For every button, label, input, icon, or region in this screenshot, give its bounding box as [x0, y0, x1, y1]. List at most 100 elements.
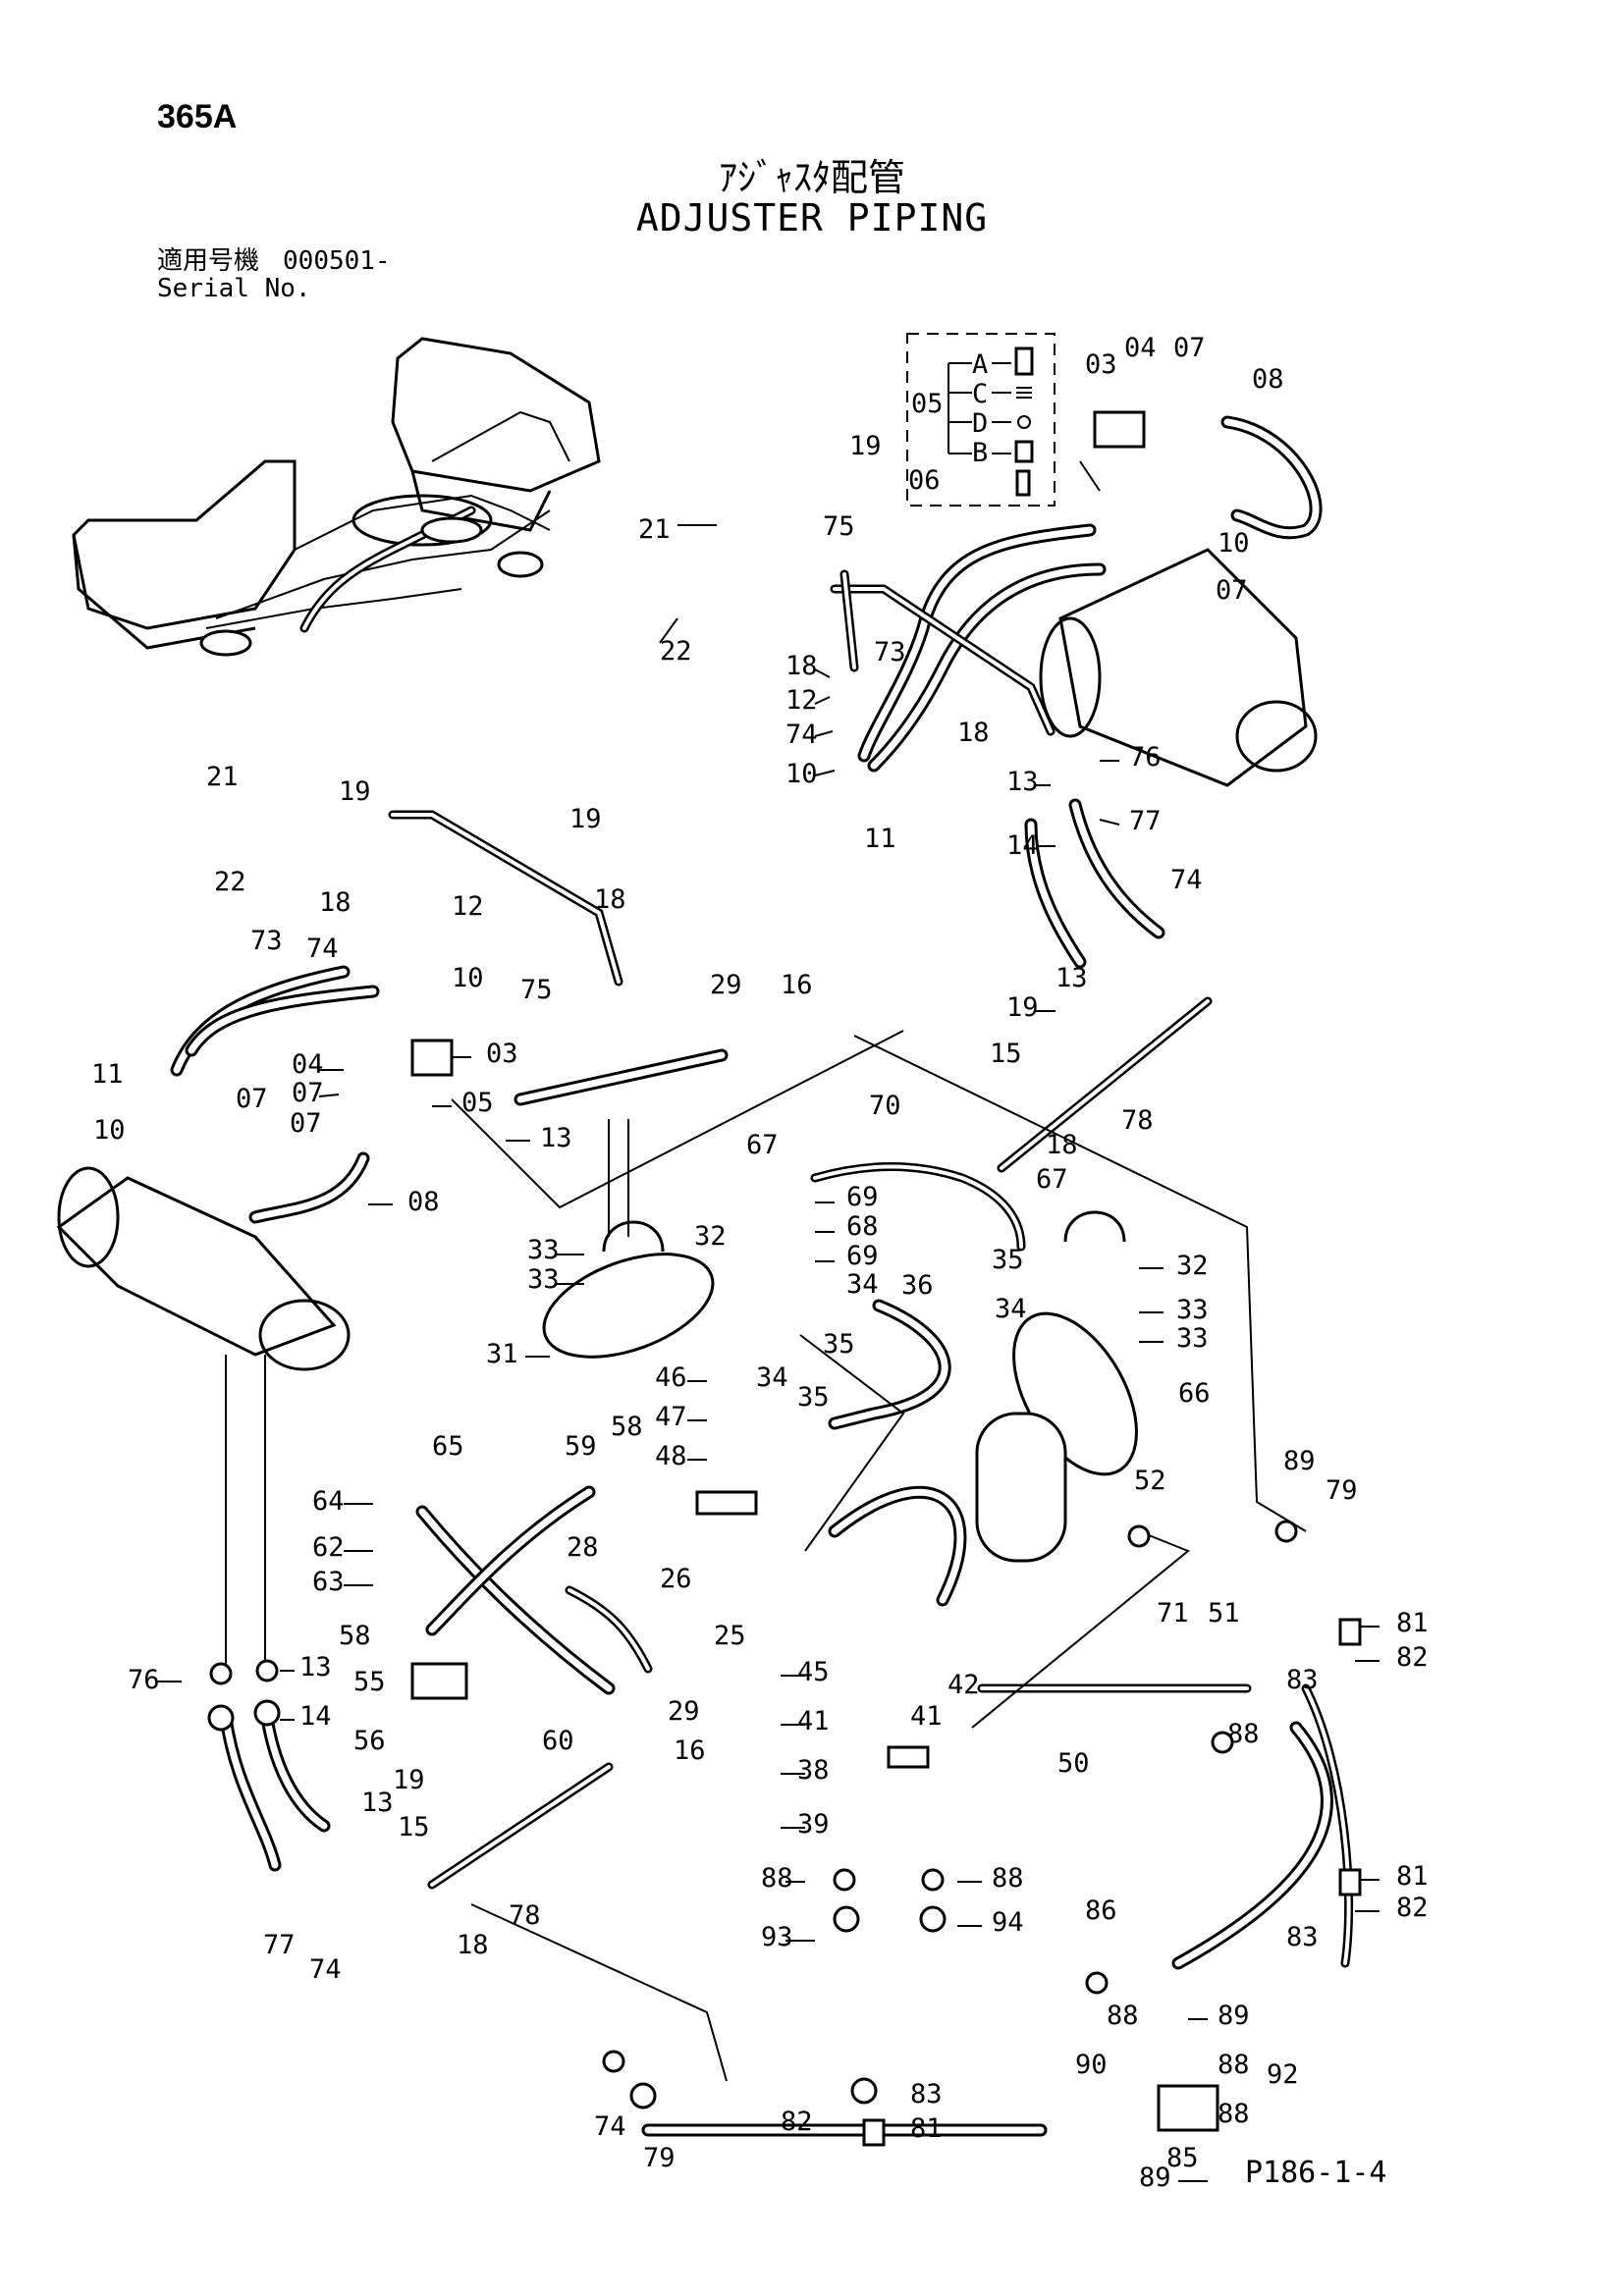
callout-88f: 88: [1218, 2050, 1250, 2080]
callout-28: 28: [567, 1532, 599, 1563]
callout-52: 52: [1134, 1466, 1166, 1496]
callout-38: 38: [797, 1755, 830, 1786]
callout-leaders: [157, 524, 1380, 2182]
callout-07: 07: [1173, 333, 1206, 363]
callout-16b: 16: [674, 1735, 706, 1766]
callout-07d: 07: [236, 1084, 268, 1114]
callout-32: 32: [694, 1221, 727, 1252]
callout-82c: 82: [781, 2107, 813, 2137]
serial-label-en: Serial No.: [157, 274, 311, 303]
callout-81: 81: [1396, 1608, 1429, 1638]
callout-82b: 82: [1396, 1893, 1429, 1923]
callout-07b: 07: [1216, 575, 1248, 606]
serial-info: 適用号機 000501- Serial No.: [157, 247, 391, 302]
callout-18d: 18: [319, 887, 352, 918]
callout-60: 60: [542, 1726, 574, 1756]
callout-67b: 67: [1036, 1164, 1068, 1195]
callout-07c: 07: [292, 1078, 324, 1108]
callout-70: 70: [869, 1091, 901, 1121]
page-code: 365A: [157, 98, 238, 135]
callout-13c: 13: [540, 1123, 572, 1153]
callout-74: 74: [785, 720, 818, 750]
title-english: ADJUSTER PIPING: [635, 196, 989, 240]
callout-19b: 19: [1006, 992, 1039, 1023]
callout-83: 83: [1286, 1665, 1319, 1695]
callout-18f: 18: [457, 1930, 489, 1960]
callout-31: 31: [486, 1339, 518, 1369]
callout-83b: 83: [1286, 1922, 1319, 1952]
legend-letter-c: C: [972, 379, 988, 409]
callout-85: 85: [1166, 2143, 1199, 2173]
callout-03: 03: [1085, 349, 1117, 380]
callout-10c: 10: [452, 963, 484, 993]
callout-29b: 29: [668, 1696, 700, 1727]
callout-48: 48: [655, 1441, 687, 1471]
callout-65: 65: [432, 1431, 464, 1462]
callout-74b: 74: [1170, 865, 1203, 895]
callout-10b: 10: [785, 759, 818, 789]
callout-75b: 75: [520, 975, 553, 1005]
title-japanese: ｱｼﾞｬｽﾀ配管: [718, 156, 905, 199]
callout-29: 29: [710, 970, 742, 1000]
pipes: [388, 569, 1354, 1968]
callout-18e: 18: [594, 884, 626, 915]
callout-26: 26: [660, 1564, 692, 1594]
callout-36: 36: [901, 1270, 934, 1301]
fittings: [207, 410, 1362, 2147]
callout-42: 42: [947, 1670, 980, 1700]
callout-63: 63: [312, 1567, 345, 1597]
callout-22b: 22: [214, 867, 246, 897]
callout-59: 59: [565, 1431, 597, 1462]
callout-88b: 88: [761, 1863, 793, 1894]
callout-78b: 78: [509, 1900, 541, 1931]
callout-81b: 81: [1396, 1861, 1429, 1892]
callout-74d: 74: [309, 1954, 342, 1985]
callout-35: 35: [823, 1329, 855, 1360]
callout-69b: 69: [846, 1241, 879, 1271]
callout-51: 51: [1208, 1598, 1240, 1629]
callout-83c: 83: [910, 2079, 943, 2109]
callout-05b: 05: [461, 1088, 494, 1118]
callout-10: 10: [1218, 528, 1250, 559]
callout-77b: 77: [263, 1930, 296, 1960]
callout-14b: 14: [299, 1701, 332, 1732]
callout-14: 14: [1006, 830, 1039, 861]
callout-79b: 79: [643, 2143, 676, 2173]
callout-62: 62: [312, 1532, 345, 1563]
callout-94: 94: [992, 1907, 1024, 1938]
callout-89: 89: [1283, 1446, 1316, 1476]
callout-46: 46: [655, 1362, 687, 1393]
callout-21b: 21: [206, 762, 239, 792]
callout-35b: 35: [992, 1245, 1024, 1275]
callout-64: 64: [312, 1486, 345, 1517]
callout-33d: 33: [1176, 1323, 1209, 1354]
callout-34: 34: [846, 1269, 879, 1300]
callout-82: 82: [1396, 1642, 1429, 1673]
callout-15b: 15: [398, 1812, 430, 1842]
callout-33c: 33: [1176, 1295, 1209, 1325]
callout-22: 22: [660, 636, 692, 667]
callout-11: 11: [864, 824, 896, 854]
callout-18b: 18: [957, 718, 990, 748]
hoses: [170, 415, 1333, 2137]
page-reference: P186-1-4: [1245, 2156, 1387, 2190]
callout-04b: 04: [292, 1049, 324, 1080]
legend-group-number: 05: [911, 389, 944, 419]
callout-33b: 33: [527, 1264, 560, 1295]
callout-86: 86: [1085, 1896, 1117, 1926]
callout-13d: 13: [299, 1652, 332, 1682]
callout-33: 33: [527, 1235, 560, 1265]
callout-77: 77: [1129, 806, 1162, 836]
callout-79: 79: [1326, 1475, 1358, 1506]
callout-19c: 19: [339, 776, 371, 807]
callout-90: 90: [1075, 2050, 1108, 2080]
callout-41b: 41: [910, 1701, 943, 1732]
callout-88c: 88: [992, 1863, 1024, 1894]
callout-74e: 74: [594, 2111, 626, 2142]
callout-76b: 76: [128, 1665, 160, 1695]
callout-67: 67: [746, 1130, 779, 1160]
callout-39: 39: [797, 1809, 830, 1840]
callout-15: 15: [990, 1039, 1022, 1069]
callout-18: 18: [785, 651, 818, 681]
